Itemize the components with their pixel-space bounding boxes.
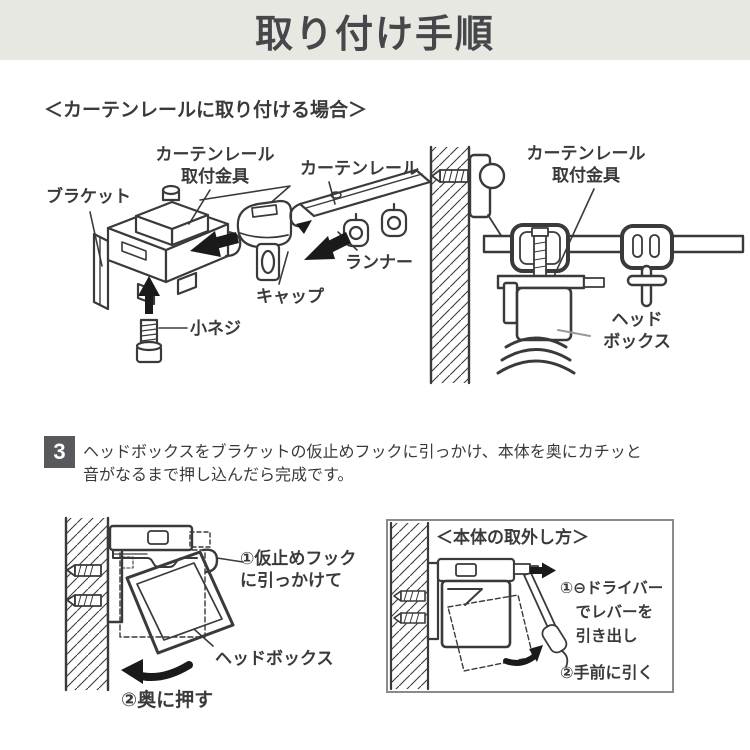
remove-panel-title: ＜本体の取外し方＞ <box>436 528 589 547</box>
step-number-badge: 3 <box>44 436 75 468</box>
label-bracket: ブラケット <box>46 187 131 206</box>
curtain-rail-illustration <box>289 168 432 248</box>
header-band: 取り付け手順 <box>0 0 750 60</box>
arrow-small-icon <box>296 220 312 234</box>
installed-illustration <box>429 145 745 385</box>
rail-parts-illustration <box>89 168 432 364</box>
label-driver: ①⊖ドライバー でレバーを 引き出し <box>560 580 664 645</box>
bracket-top <box>108 524 219 574</box>
leader-line <box>553 188 595 277</box>
arrow-up-icon <box>138 276 160 314</box>
label-pull-forward: ②手前に引く <box>560 665 654 682</box>
label-rail-mount-bracket-2: カーテンレール 取付金具 <box>526 144 646 185</box>
mount-bracket-hook <box>510 223 570 289</box>
screwdriver-illustration <box>523 572 569 668</box>
diagram-remove-panel: ＜本体の取外し方＞ ①⊖ドライバー でレバーを 引き出し ②手前に引く <box>386 519 674 693</box>
arrow-left-rail-icon <box>304 232 351 260</box>
click-sound-arcs <box>496 336 576 375</box>
headbox-illustration <box>496 274 605 342</box>
label-runner: ランナー <box>345 253 413 272</box>
leader-line-gray <box>557 329 591 337</box>
label-cap: キャップ <box>256 287 324 306</box>
wall-screw-illustration <box>431 153 506 238</box>
small-screw-illustration <box>135 318 163 364</box>
diagram-installed: カーテンレール 取付金具 ヘッド ボックス <box>428 133 745 395</box>
leader-lines <box>194 557 244 647</box>
attach-illustration <box>64 516 244 692</box>
step-instruction-text: ヘッドボックスをブラケットの仮止めフックに引っかけ、本体を奥にカチッと 音がなる… <box>83 444 642 484</box>
arrow-right-icon <box>530 562 556 579</box>
final-position-dashed <box>119 549 206 638</box>
wall <box>389 521 430 691</box>
diagram-rail-parts: カーテンレール 取付金具 カーテンレール ブラケット ランナー キャップ 小ネジ <box>38 132 438 392</box>
cap-illustration <box>236 199 293 282</box>
remove-illustration <box>389 521 569 691</box>
label-curtain-rail: カーテンレール <box>300 159 419 178</box>
label-rail-mount-bracket: カーテンレール 取付金具 <box>155 145 275 186</box>
arrow-pull-icon <box>503 645 543 666</box>
label-push-in: ②奥に押す <box>121 690 214 711</box>
bracket-and-headbox <box>426 557 539 672</box>
diagram-attach: ①仮止めフック に引っかけて ヘッドボックス ②奥に押す <box>55 512 380 750</box>
wall-screws <box>393 590 426 624</box>
arrow-push-icon <box>121 659 193 684</box>
label-temp-hook: ①仮止めフック に引っかけて <box>240 549 357 590</box>
runner-illustration <box>620 224 674 308</box>
label-headbox-3: ヘッドボックス <box>215 649 334 668</box>
wall-screws <box>66 564 102 607</box>
label-small-screw: 小ネジ <box>190 319 241 338</box>
page-title: 取り付け手順 <box>254 13 495 56</box>
wall <box>429 145 471 385</box>
section-title: ＜カーテンレールに取り付ける場合＞ <box>44 100 368 121</box>
label-headbox-2: ヘッド ボックス <box>603 310 671 351</box>
tilted-headbox <box>125 550 235 655</box>
arrow-left-cap-icon <box>190 231 239 257</box>
